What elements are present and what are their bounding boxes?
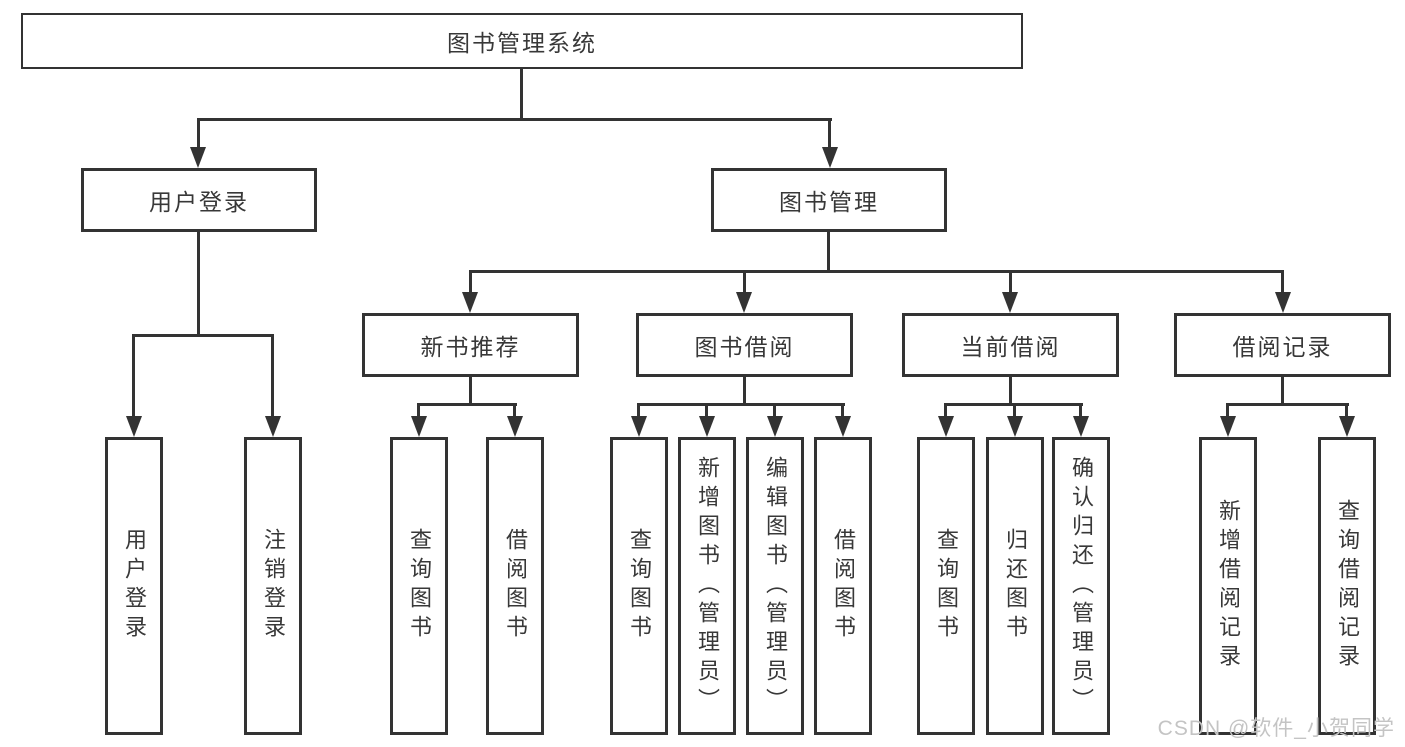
node-new-book-recommend: 新书推荐 [362, 313, 579, 377]
leaf-label: 注销登录 [261, 528, 286, 644]
node-user-login: 用户登录 [81, 168, 317, 232]
leaf-label: 归还图书 [1003, 528, 1028, 644]
connector-drop [1226, 403, 1229, 418]
leaf-label: 查询图书 [627, 528, 652, 644]
arrow-down-icon [1339, 416, 1355, 437]
connector-drop [1013, 403, 1016, 418]
connector-drop [1281, 270, 1284, 294]
connector-drop [828, 118, 831, 149]
leaf-label: 新增图书（管理员） [695, 455, 720, 717]
node-library-system: 图书管理系统 [21, 13, 1023, 69]
arrow-down-icon [190, 147, 206, 168]
leaf-label: 查询图书 [934, 528, 959, 644]
connector-mgmt-stem [827, 232, 830, 273]
arrow-down-icon [1007, 416, 1023, 437]
connector-stem [469, 377, 472, 406]
node-borrow-records: 借阅记录 [1174, 313, 1391, 377]
arrow-down-icon [767, 416, 783, 437]
leaf-label: 借阅图书 [831, 528, 856, 644]
connector-stem [743, 377, 746, 406]
connector-root-rail [197, 118, 832, 121]
node-current-borrowing: 当前借阅 [902, 313, 1119, 377]
connector-mgmt-rail [469, 270, 1284, 273]
connector-stem [1281, 377, 1284, 406]
arrow-down-icon [1220, 416, 1236, 437]
connector-rail [417, 403, 517, 406]
connector-drop [132, 334, 135, 418]
connector-drop [197, 118, 200, 149]
connector-rail [1226, 403, 1349, 406]
connector-drop [417, 403, 420, 418]
leaf-label: 新增借阅记录 [1216, 499, 1241, 673]
connector-drop [1079, 403, 1082, 418]
arrow-down-icon [631, 416, 647, 437]
connector-drop [469, 270, 472, 294]
connector-drop [743, 270, 746, 294]
leaf-label: 查询借阅记录 [1335, 499, 1360, 673]
leaf-logout: 注销登录 [244, 437, 302, 735]
node-book-borrowing: 图书借阅 [636, 313, 853, 377]
leaf-label: 查询图书 [407, 528, 432, 644]
leaf-return-books: 归还图书 [986, 437, 1044, 735]
arrow-down-icon [938, 416, 954, 437]
connector-drop [1345, 403, 1348, 418]
arrow-down-icon [699, 416, 715, 437]
arrow-down-icon [1002, 292, 1018, 313]
watermark: CSDN @软件_小贺同学 [1157, 717, 1395, 740]
arrow-down-icon [265, 416, 281, 437]
leaf-user-login: 用户登录 [105, 437, 163, 735]
connector-drop [271, 334, 274, 418]
arrow-down-icon [462, 292, 478, 313]
arrow-down-icon [822, 147, 838, 168]
connector-drop [1009, 270, 1012, 294]
leaf-query-books-recommend: 查询图书 [390, 437, 448, 735]
leaf-label: 确认归还（管理员） [1069, 455, 1094, 717]
connector-drop [637, 403, 640, 418]
leaf-borrow-books: 借阅图书 [814, 437, 872, 735]
connector-drop [841, 403, 844, 418]
leaf-query-borrow-record: 查询借阅记录 [1318, 437, 1376, 735]
connector-drop [705, 403, 708, 418]
leaf-query-books-current: 查询图书 [917, 437, 975, 735]
connector-root-stem [520, 69, 523, 120]
connector-drop [773, 403, 776, 418]
leaf-query-books-borrow: 查询图书 [610, 437, 668, 735]
arrow-down-icon [507, 416, 523, 437]
connector-stem [1009, 377, 1012, 406]
arrow-down-icon [1073, 416, 1089, 437]
leaf-add-book-admin: 新增图书（管理员） [678, 437, 736, 735]
leaf-label: 用户登录 [122, 528, 147, 644]
connector-rail [637, 403, 845, 406]
arrow-down-icon [736, 292, 752, 313]
arrow-down-icon [1275, 292, 1291, 313]
connector-drop [944, 403, 947, 418]
leaf-confirm-return-admin: 确认归还（管理员） [1052, 437, 1110, 735]
connector-drop [513, 403, 516, 418]
arrow-down-icon [835, 416, 851, 437]
node-book-management: 图书管理 [711, 168, 947, 232]
connector-user-stem [197, 232, 200, 337]
arrow-down-icon [411, 416, 427, 437]
leaf-add-borrow-record: 新增借阅记录 [1199, 437, 1257, 735]
connector-user-rail [132, 334, 273, 337]
leaf-edit-book-admin: 编辑图书（管理员） [746, 437, 804, 735]
leaf-borrow-books-recommend: 借阅图书 [486, 437, 544, 735]
leaf-label: 借阅图书 [503, 528, 528, 644]
leaf-label: 编辑图书（管理员） [763, 455, 788, 717]
arrow-down-icon [126, 416, 142, 437]
